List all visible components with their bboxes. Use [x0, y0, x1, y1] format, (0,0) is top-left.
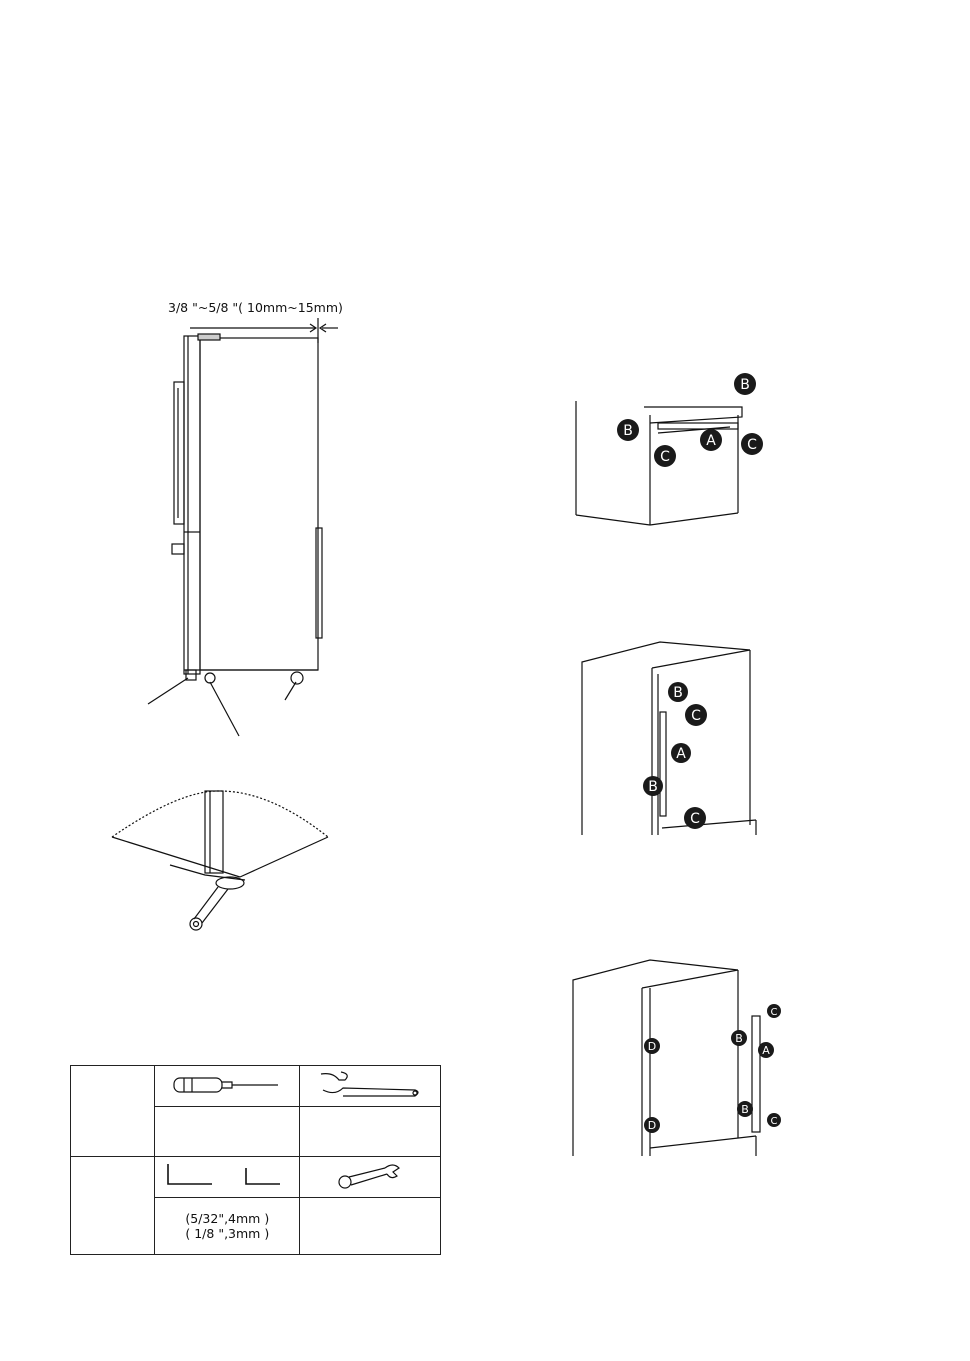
fridge-side-view: [140, 318, 340, 738]
gap-dimension-label: 3/8 "~5/8 "( 10mm~15mm): [168, 300, 343, 315]
callout-a: A: [706, 433, 716, 449]
callout-b: B: [648, 779, 658, 795]
open-end-wrench-icon: [335, 1162, 405, 1190]
freezer-handle-callouts: B C A B C: [640, 680, 720, 850]
callout-b: B: [740, 377, 750, 393]
callout-c: C: [771, 1007, 778, 1018]
callout-b: B: [741, 1103, 749, 1116]
callout-a: A: [762, 1044, 770, 1057]
open-wrench-label-cell: [300, 1198, 441, 1255]
tools-table-empty-cell: [71, 1066, 155, 1157]
callout-b: B: [735, 1032, 743, 1045]
callout-b: B: [623, 423, 633, 439]
adjustable-wrench-icon: [315, 1070, 425, 1100]
leveling-foot-detail: [110, 785, 330, 935]
callout-c: C: [771, 1116, 778, 1127]
callout-a: A: [676, 746, 686, 762]
screwdriver-icon: [172, 1074, 282, 1096]
tools-table: (5/32",4mm ) ( 1/8 ",3mm ): [70, 1065, 441, 1255]
wrench-label-cell: [300, 1107, 441, 1157]
callout-c: C: [691, 708, 701, 724]
hex-key-size-1: (5/32",4mm ): [155, 1211, 299, 1226]
callout-c: C: [660, 449, 670, 465]
top-handle-callouts: B B C C A: [615, 372, 775, 472]
callout-d: D: [648, 1119, 656, 1132]
callout-c: C: [690, 811, 700, 827]
callout-b: B: [673, 685, 683, 701]
open-wrench-cell: [300, 1157, 441, 1198]
screwdriver-label-cell: [155, 1107, 300, 1157]
wrench-cell: [300, 1066, 441, 1107]
callout-d: D: [648, 1040, 656, 1053]
hex-key-size-2: ( 1/8 ",3mm ): [155, 1226, 299, 1241]
screwdriver-cell: [155, 1066, 300, 1107]
tools-table-empty-cell: [71, 1157, 155, 1255]
hex-key-cell: [155, 1157, 300, 1198]
hex-key-icon: [162, 1162, 292, 1190]
reversed-handle-callouts: C B A B C D D: [640, 1003, 790, 1143]
callout-c: C: [747, 437, 757, 453]
hex-key-sizes-cell: (5/32",4mm ) ( 1/8 ",3mm ): [155, 1198, 300, 1255]
